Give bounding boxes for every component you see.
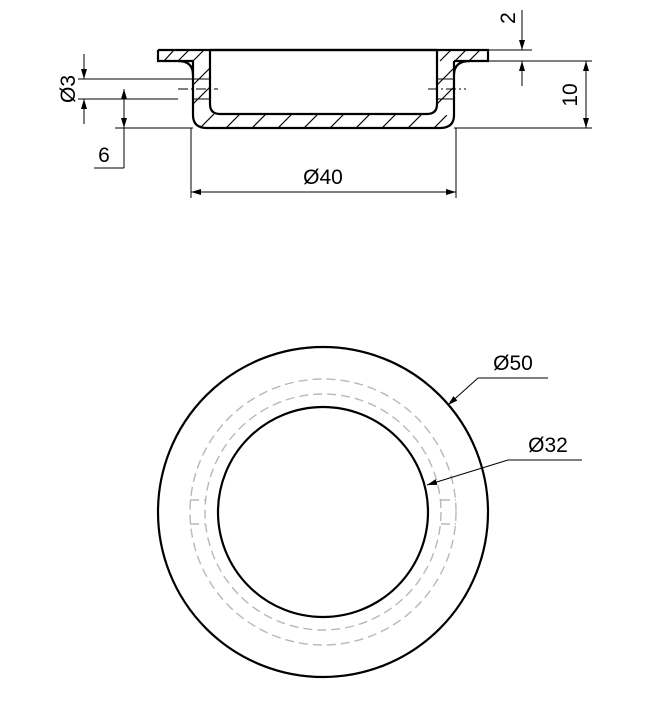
dim-overall-height: 10 <box>454 61 592 129</box>
top-view: Ø50 Ø32 <box>156 345 582 679</box>
dim-label-o50: Ø50 <box>493 352 533 375</box>
wall-hatch <box>192 67 455 105</box>
side-view: 2 10 Ø3 6 Ø40 <box>57 10 592 198</box>
dim-label-o32: Ø32 <box>528 434 568 457</box>
hidden-wall-inner <box>204 393 442 631</box>
flange-hatch <box>163 49 481 62</box>
dim-hole-diameter: Ø3 <box>57 54 193 124</box>
hidden-holes <box>190 499 456 525</box>
dim-outer-diameter: Ø40 <box>190 128 457 198</box>
dim-flange-thickness: 2 <box>488 10 592 86</box>
dim-hole-height: 6 <box>94 89 193 169</box>
dim-flange-diameter: Ø50 <box>447 352 548 406</box>
dim-label-6: 6 <box>98 144 110 167</box>
hole-left <box>178 78 218 100</box>
dim-label-2: 2 <box>497 12 520 24</box>
flange-outline <box>156 48 490 63</box>
dim-label-10: 10 <box>559 83 582 106</box>
bore-circle <box>216 405 430 619</box>
bottom-hatch <box>199 114 449 128</box>
flange-fillet-right <box>452 59 471 76</box>
left-wall <box>191 61 456 130</box>
dim-label-o3: Ø3 <box>57 75 80 103</box>
dim-inner-diameter: Ø32 <box>426 434 582 486</box>
hole-right <box>428 78 466 100</box>
inner-wall <box>208 50 439 116</box>
dim-label-o40: Ø40 <box>303 166 343 189</box>
flange-fillet-left <box>177 59 195 76</box>
flange-outer-circle <box>156 345 490 679</box>
hidden-wall-outer <box>189 378 457 646</box>
